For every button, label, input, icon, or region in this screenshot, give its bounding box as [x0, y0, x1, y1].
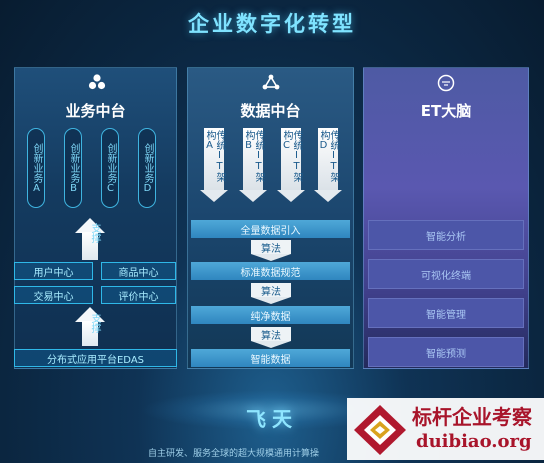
user-center-box: 用户中心: [14, 262, 93, 280]
innovation-business-d: 创新业务D: [138, 128, 156, 208]
product-center-box: 商品中心: [101, 262, 176, 280]
edas-platform-box: 分布式应用平台EDAS: [14, 349, 177, 367]
support-label-upper: 支撑: [89, 223, 100, 243]
review-center-box: 评价中心: [101, 286, 176, 304]
full-data-ingest-box: 全量数据引入: [191, 220, 350, 238]
algorithm-arrow-2: 算法: [251, 283, 291, 298]
legacy-it-arrow-d: 传统IT架构D: [318, 128, 339, 190]
feitian-subtitle: 自主研发、服务全球的超大规模通用计算操: [148, 449, 320, 459]
legacy-it-arrow-b: 传统IT架构B: [243, 128, 264, 190]
legacy-it-arrow-a: 传统IT架构A: [204, 128, 225, 190]
clean-data-box: 纯净数据: [191, 306, 350, 324]
algorithm-arrow-head-1: [251, 254, 291, 261]
watermark-url: duibiao.org: [416, 431, 532, 452]
innovation-business-a: 创新业务A: [27, 128, 45, 208]
trade-center-box: 交易中心: [14, 286, 93, 304]
et-brain-title: ET大脑: [420, 102, 472, 120]
standard-data-spec-box: 标准数据规范: [191, 262, 350, 280]
legacy-it-arrow-head-c: [277, 190, 305, 202]
business-platform-title: 业务中台: [65, 102, 126, 120]
network-triangle-icon: [262, 74, 280, 90]
algorithm-arrow-head-3: [251, 341, 291, 348]
smart-prediction-box: 智能预测: [368, 337, 524, 367]
support-arrow-upper: [82, 232, 98, 260]
smart-data-box: 智能数据: [191, 349, 350, 367]
smart-management-box: 智能管理: [368, 298, 524, 328]
smart-analysis-box: 智能分析: [368, 220, 524, 250]
hexagon-cluster-icon: [88, 74, 106, 90]
innovation-business-c: 创新业务C: [101, 128, 119, 208]
support-arrow-head-upper: [75, 218, 105, 233]
page-title: 企业数字化转型: [188, 12, 356, 36]
legacy-it-arrow-head-b: [239, 190, 267, 202]
support-arrow-lower: [82, 321, 98, 346]
algorithm-arrow-3: 算法: [251, 327, 291, 342]
legacy-it-arrow-head-a: [200, 190, 228, 202]
support-label-lower: 支撑: [89, 313, 100, 333]
support-arrow-head-lower: [75, 307, 105, 322]
visual-terminal-box: 可视化终端: [368, 259, 524, 289]
algorithm-arrow-head-2: [251, 297, 291, 304]
diamond-logo-icon: [354, 405, 406, 455]
innovation-business-b: 创新业务B: [64, 128, 82, 208]
algorithm-arrow-1: 算法: [251, 240, 291, 255]
legacy-it-arrow-head-d: [314, 190, 342, 202]
feitian-title: 飞天: [246, 407, 298, 431]
data-platform-title: 数据中台: [240, 102, 301, 120]
legacy-it-arrow-c: 传统IT架构C: [281, 128, 302, 190]
brain-circle-icon: [437, 74, 455, 92]
watermark-chinese-text: 标杆企业考察: [412, 405, 532, 429]
